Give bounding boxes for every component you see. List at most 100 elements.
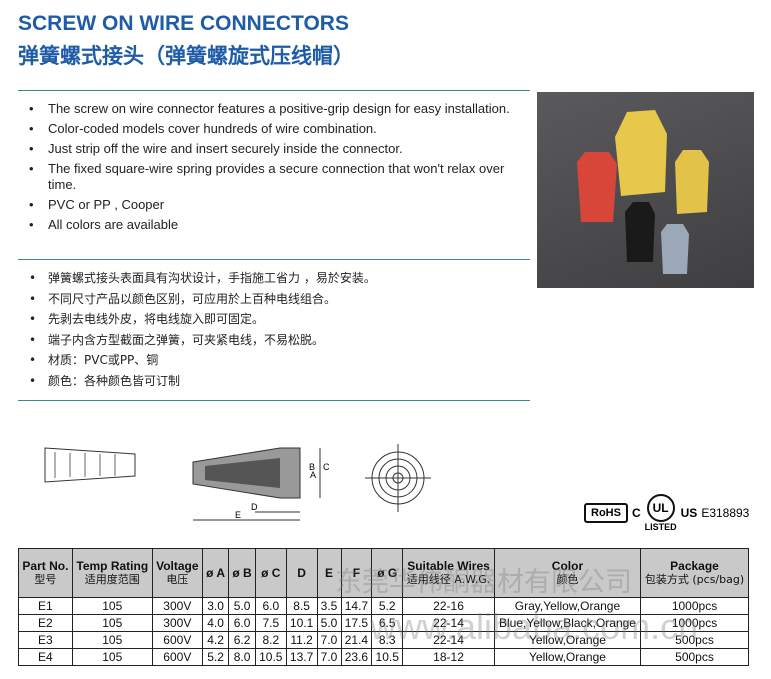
table-cell: 11.2 bbox=[285, 631, 318, 649]
header-en: Temp Rating bbox=[76, 559, 149, 573]
table-cell: E2 bbox=[18, 614, 73, 632]
header-en: ø C bbox=[261, 566, 281, 580]
feature-item: Color-coded models cover hundreds of wir… bbox=[29, 121, 530, 137]
features-cn: 弹簧螺式接头表面具有沟状设计，手指施工省力 ，易於安装。 不同尺寸产品以颜色区别… bbox=[18, 259, 530, 401]
table-cell: Yellow,Orange bbox=[493, 631, 642, 649]
table-cell: 105 bbox=[71, 648, 153, 666]
feature-item: PVC or PP , Cooper bbox=[29, 197, 530, 213]
table-cell: 7.0 bbox=[316, 648, 342, 666]
title-en: SCREW ON WIRE CONNECTORS bbox=[18, 12, 349, 35]
header-en: ø B bbox=[232, 566, 252, 580]
feature-item: The screw on wire connector features a p… bbox=[29, 101, 530, 117]
header-en: ø G bbox=[377, 566, 398, 580]
table-cell: 10.1 bbox=[285, 614, 318, 632]
table-cell: 3.5 bbox=[316, 597, 342, 615]
table-cell: 300V bbox=[151, 597, 203, 615]
header-en: D bbox=[297, 566, 306, 580]
header-en: F bbox=[352, 566, 361, 580]
table-cell: 105 bbox=[71, 597, 153, 615]
table-cell: 500pcs bbox=[640, 631, 749, 649]
table-cell: 4.2 bbox=[201, 631, 230, 649]
table-cell: Blue,Yellow,Black,Orange bbox=[493, 614, 642, 632]
connectors-image bbox=[577, 110, 709, 274]
header-cn: 颜色 bbox=[556, 573, 579, 586]
connector-section-view: E D A B C bbox=[192, 447, 330, 521]
feature-item: The fixed square-wire spring provides a … bbox=[29, 161, 530, 193]
table-cell: 5.2 bbox=[371, 597, 404, 615]
product-photo bbox=[537, 92, 754, 288]
column-header: ø B bbox=[228, 548, 256, 598]
table-cell: 14.7 bbox=[340, 597, 373, 615]
table-cell: 8.5 bbox=[285, 597, 318, 615]
table-cell: 6.2 bbox=[228, 631, 256, 649]
table-cell: 18-12 bbox=[402, 648, 495, 666]
header-cn: 型号 bbox=[34, 573, 57, 586]
certifications: RoHS C UL LISTED US E318893 bbox=[584, 494, 749, 532]
header-en: ø A bbox=[206, 566, 225, 580]
table-cell: 8.3 bbox=[371, 631, 404, 649]
table-cell: 7.0 bbox=[316, 631, 342, 649]
table-cell: 600V bbox=[151, 631, 203, 649]
dim-b: B bbox=[309, 462, 315, 472]
table-cell: 500pcs bbox=[640, 648, 749, 666]
table-cell: Gray,Yellow,Orange bbox=[493, 597, 642, 615]
column-header: E bbox=[316, 548, 342, 598]
dim-a: A bbox=[310, 470, 316, 480]
table-cell: 8.2 bbox=[254, 631, 287, 649]
header-en: E bbox=[325, 566, 334, 580]
column-header: F bbox=[340, 548, 373, 598]
rohs-logo: RoHS bbox=[584, 503, 628, 523]
feature-item-cn: 弹簧螺式接头表面具有沟状设计，手指施工省力 ，易於安装。 bbox=[29, 270, 530, 287]
table-cell: 22-14 bbox=[402, 614, 495, 632]
table-cell: 300V bbox=[151, 614, 203, 632]
table-cell: 105 bbox=[71, 614, 153, 632]
dim-e: E bbox=[235, 510, 241, 520]
table-cell: E3 bbox=[18, 631, 73, 649]
feature-item-cn: 颜色：各种颜色皆可订制 bbox=[29, 373, 530, 390]
table-cell: 22-14 bbox=[402, 631, 495, 649]
connector-end-view bbox=[365, 444, 431, 512]
table-cell: 1000pcs bbox=[640, 597, 749, 615]
header-en: Suitable Wires bbox=[407, 559, 490, 573]
dim-c: C bbox=[323, 462, 330, 472]
table-cell: 7.5 bbox=[254, 614, 287, 632]
table-cell: 10.5 bbox=[254, 648, 287, 666]
header-en: Voltage bbox=[156, 559, 199, 573]
feature-item-cn: 材质：PVC或PP、铜 bbox=[29, 352, 530, 369]
table-cell: 3.0 bbox=[201, 597, 230, 615]
header-cn: 包装方式 (pcs/bag) bbox=[644, 573, 745, 586]
table-cell: 6.0 bbox=[254, 597, 287, 615]
table-cell: 5.0 bbox=[316, 614, 342, 632]
ul-us-label: US bbox=[680, 506, 698, 520]
table-cell: 21.4 bbox=[340, 631, 373, 649]
table-cell: 8.0 bbox=[228, 648, 256, 666]
table-cell: 17.5 bbox=[340, 614, 373, 632]
header-cn: 适用度范围 bbox=[84, 573, 140, 586]
column-header: ø A bbox=[201, 548, 230, 598]
header-en: Part No. bbox=[22, 559, 69, 573]
table-cell: 6.5 bbox=[371, 614, 404, 632]
header-cn: 电压 bbox=[166, 573, 189, 586]
feature-item-cn: 先剥去电线外皮，将电线旋入即可固定。 bbox=[29, 311, 530, 328]
table-cell: 13.7 bbox=[285, 648, 318, 666]
feature-item-cn: 端子内含方型截面之弹簧，可夹紧电线，不易松脱。 bbox=[29, 332, 530, 349]
features-en: The screw on wire connector features a p… bbox=[18, 90, 530, 263]
feature-item-cn: 不同尺寸产品以颜色区别，可应用於上百种电线组合。 bbox=[29, 291, 530, 308]
header-en: Color bbox=[551, 559, 584, 573]
table-cell: 600V bbox=[151, 648, 203, 666]
table-cell: 105 bbox=[71, 631, 153, 649]
dim-d: D bbox=[251, 502, 258, 512]
table-cell: 6.0 bbox=[228, 614, 256, 632]
connector-side-view bbox=[44, 447, 136, 483]
